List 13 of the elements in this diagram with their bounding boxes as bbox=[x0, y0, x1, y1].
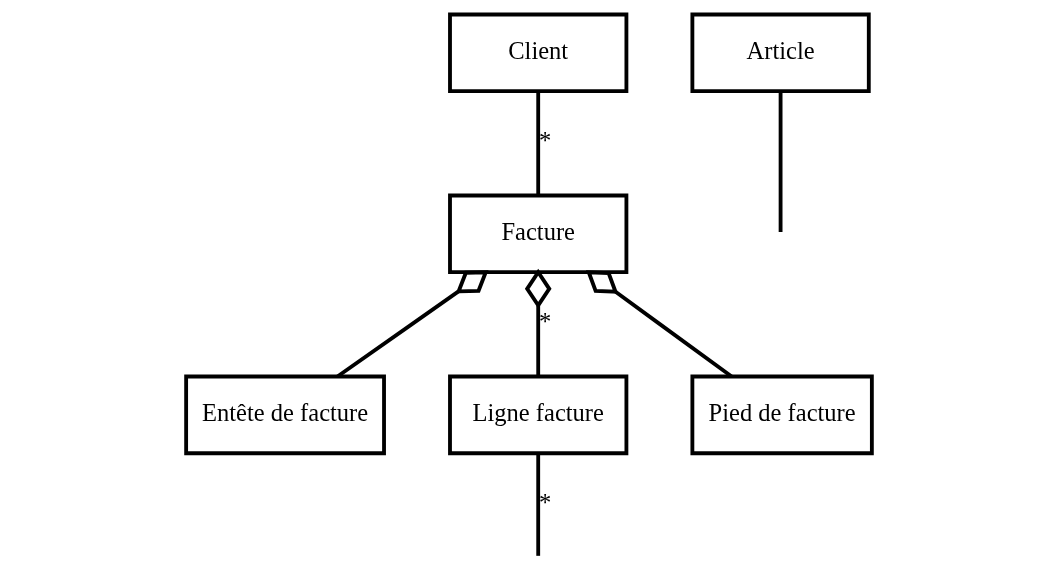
connector bbox=[524, 268, 552, 377]
node-box: Ligne facture bbox=[448, 374, 629, 456]
node-box: Facture bbox=[448, 193, 629, 275]
node-box: Entête de facture bbox=[184, 374, 386, 456]
connector bbox=[536, 91, 541, 196]
edge-label: * bbox=[538, 127, 552, 155]
edge-label: * bbox=[538, 308, 552, 336]
node-box: Article bbox=[690, 12, 871, 94]
node-box: Client bbox=[448, 12, 629, 94]
edge-label: * bbox=[538, 489, 552, 517]
node-box: Pied de facture bbox=[690, 374, 874, 456]
connector bbox=[536, 453, 541, 556]
connector bbox=[778, 91, 783, 233]
